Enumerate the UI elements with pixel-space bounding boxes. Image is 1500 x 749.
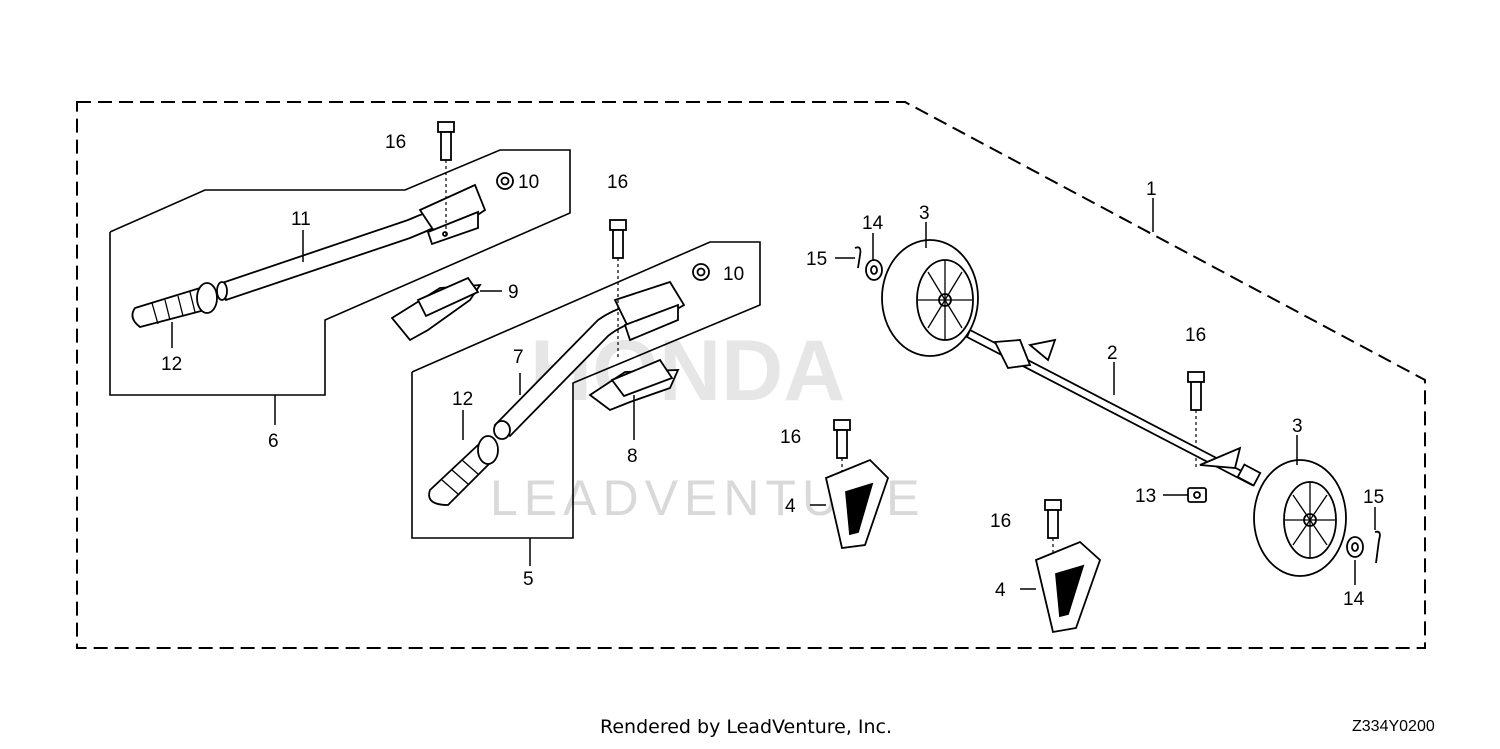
bracket-9 bbox=[390, 276, 482, 342]
bolt-16-e bbox=[1187, 371, 1205, 470]
callouts: 1 2 3 3 4 4 5 6 7 8 9 10 10 11 12 12 13 … bbox=[161, 132, 1384, 610]
callout-9: 9 bbox=[508, 282, 519, 303]
bolt-16-d bbox=[1044, 499, 1062, 562]
callout-16-a: 16 bbox=[385, 132, 406, 153]
callout-10-lower: 10 bbox=[723, 264, 744, 285]
callout-5: 5 bbox=[523, 569, 534, 590]
callout-4-right: 4 bbox=[995, 580, 1006, 601]
wheel-3-upper bbox=[881, 239, 979, 357]
wheel-3-lower bbox=[1253, 459, 1347, 577]
bracket-8 bbox=[588, 358, 680, 412]
nut-13 bbox=[1187, 487, 1207, 503]
foot-4-right bbox=[1034, 540, 1102, 634]
nut-10-upper bbox=[496, 172, 514, 190]
footer: Rendered by LeadVenture, Inc. Z334Y0200 bbox=[0, 716, 1500, 746]
pin-15-upper bbox=[854, 246, 862, 269]
nut-10-lower bbox=[692, 263, 710, 281]
callout-3-upper: 3 bbox=[919, 203, 930, 224]
bolt-16-c bbox=[833, 419, 851, 480]
grip-12-lower bbox=[428, 435, 499, 506]
callout-1: 1 bbox=[1146, 179, 1157, 200]
callout-7: 7 bbox=[513, 347, 524, 368]
callout-15-upper: 15 bbox=[806, 249, 827, 270]
callout-16-c: 16 bbox=[780, 427, 801, 448]
callout-14-upper: 14 bbox=[862, 213, 884, 234]
callout-10-upper: 10 bbox=[518, 172, 539, 193]
callout-15-lower: 15 bbox=[1363, 487, 1384, 508]
leader-lines bbox=[171, 198, 1376, 590]
callout-12-upper: 12 bbox=[161, 354, 182, 375]
washer-14-lower bbox=[1346, 536, 1364, 558]
handle-pipe-7 bbox=[493, 280, 686, 440]
axle-2 bbox=[965, 328, 1262, 487]
subassembly-5-boundary bbox=[411, 241, 761, 539]
callout-14-lower: 14 bbox=[1343, 589, 1365, 610]
bolt-16-b bbox=[609, 219, 627, 360]
pin-15-lower bbox=[1374, 530, 1381, 564]
washer-14-upper bbox=[865, 259, 883, 281]
callout-2: 2 bbox=[1107, 343, 1118, 364]
bolt-16-a bbox=[437, 121, 455, 235]
callout-16-d: 16 bbox=[990, 511, 1011, 532]
handle-pipe-11 bbox=[216, 183, 487, 302]
callout-6: 6 bbox=[268, 431, 279, 452]
callout-13: 13 bbox=[1135, 486, 1156, 507]
foot-4-left bbox=[824, 458, 890, 549]
callout-12-lower: 12 bbox=[452, 389, 473, 410]
watermark-brand: HONDA bbox=[530, 323, 845, 419]
callout-11: 11 bbox=[291, 209, 311, 230]
callout-4-left: 4 bbox=[785, 496, 796, 517]
subassembly-6-boundary bbox=[109, 149, 571, 396]
diagram-code: Z334Y0200 bbox=[1352, 718, 1435, 735]
rendered-by-credit: Rendered by LeadVenture, Inc. bbox=[600, 716, 893, 738]
grip-12-upper bbox=[131, 282, 218, 328]
callout-16-e: 16 bbox=[1185, 325, 1206, 346]
callout-16-b: 16 bbox=[607, 172, 628, 193]
callout-8: 8 bbox=[627, 446, 638, 467]
callout-3-lower: 3 bbox=[1292, 416, 1303, 437]
